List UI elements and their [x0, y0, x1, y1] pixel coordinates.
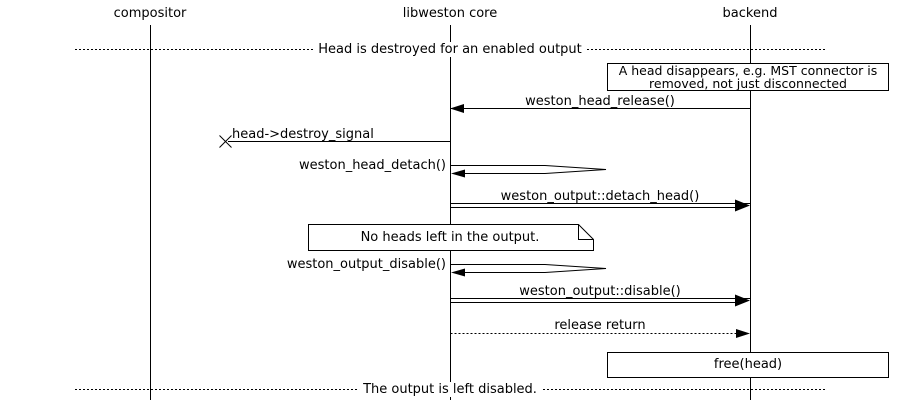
arrowhead-left-icon	[451, 169, 465, 178]
note-no-heads-label: No heads left in the output.	[360, 230, 540, 245]
arrowhead-right-icon	[735, 199, 750, 212]
note-dogear-icon	[578, 224, 594, 240]
message-label-detach-head: weston_output::detach_head()	[500, 189, 700, 204]
message-label-disable: weston_output::disable()	[519, 284, 681, 299]
lifeline-label-libweston-core: libweston core	[402, 6, 498, 21]
arrowhead-left-icon	[451, 268, 465, 277]
note-head-disappears: A head disappears, e.g. MST connector is…	[607, 63, 889, 91]
lifeline-label-backend: backend	[722, 6, 778, 21]
message-label-head-release: weston_head_release()	[525, 94, 675, 109]
lifeline-label-compositor: compositor	[113, 6, 187, 21]
message-label-destroy-signal: head->destroy_signal	[232, 127, 374, 142]
divider-bottom-label: The output is left disabled.	[359, 382, 541, 397]
arrowhead-right-icon	[735, 294, 750, 307]
self-message-loop-head-detach	[450, 165, 607, 174]
lost-message-x-icon	[219, 135, 232, 148]
message-label-head-detach: weston_head_detach()	[299, 158, 446, 173]
message-label-output-disable: weston_output_disable()	[286, 257, 446, 272]
divider-top-label: Head is destroyed for an enabled output	[314, 42, 586, 57]
message-label-release-return: release return	[554, 318, 646, 333]
note-head-disappears-line2: removed, not just disconnected	[649, 76, 847, 91]
arrowhead-left-icon	[450, 104, 464, 113]
self-message-loop-output-disable	[450, 264, 607, 273]
arrowhead-right-icon	[736, 329, 750, 338]
note-head-disappears-line1: A head disappears, e.g. MST connector is	[618, 63, 878, 78]
note-no-heads-outline	[308, 224, 594, 251]
box-free-head: free(head)	[607, 352, 889, 378]
